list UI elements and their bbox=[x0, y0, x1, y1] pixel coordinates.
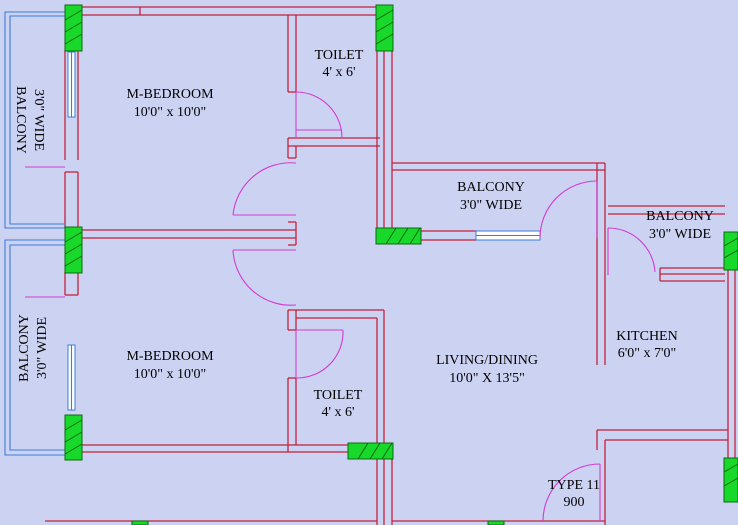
doors bbox=[25, 91, 656, 522]
column-right-bottom bbox=[723, 457, 738, 503]
column-mid-left bbox=[64, 226, 83, 274]
label-balcony-center-name: BALCONY bbox=[457, 180, 525, 195]
label-unit-type: TYPE 11 bbox=[548, 478, 600, 493]
label-living-dining-size: 10'0" X 13'5" bbox=[449, 371, 525, 386]
label-toilet-bottom-size: 4' x 6' bbox=[321, 405, 354, 420]
label-master-bedroom-top-name: M-BEDROOM bbox=[126, 87, 214, 102]
label-balcony-center-size: 3'0" WIDE bbox=[460, 198, 522, 213]
label-balcony-left-top-name: BALCONY bbox=[13, 86, 28, 154]
label-balcony-right-size: 3'0" WIDE bbox=[649, 227, 711, 242]
label-balcony-right-name: BALCONY bbox=[646, 209, 714, 224]
columns bbox=[64, 4, 738, 525]
label-unit-number: 900 bbox=[564, 495, 585, 510]
windows bbox=[67, 51, 541, 411]
label-kitchen-size: 6'0" x 7'0" bbox=[618, 346, 676, 361]
column-bottom-center bbox=[347, 442, 394, 460]
label-balcony-left-bottom-size: 3'0" WIDE bbox=[35, 317, 50, 379]
label-master-bedroom-bottom-name: M-BEDROOM bbox=[126, 349, 214, 364]
label-toilet-bottom-name: TOILET bbox=[314, 388, 363, 403]
room-labels: M-BEDROOM 10'0" x 10'0" TOILET 4' x 6' B… bbox=[13, 48, 714, 510]
column-right-mid bbox=[723, 231, 738, 271]
label-toilet-top-size: 4' x 6' bbox=[322, 65, 355, 80]
column-top-left bbox=[64, 4, 83, 52]
walls bbox=[45, 6, 736, 525]
column-mid-center bbox=[375, 227, 422, 245]
label-master-bedroom-bottom-size: 10'0" x 10'0" bbox=[134, 367, 206, 382]
balcony-railings bbox=[4, 11, 65, 456]
label-balcony-left-bottom-name: BALCONY bbox=[17, 314, 32, 382]
label-toilet-top-name: TOILET bbox=[315, 48, 364, 63]
label-master-bedroom-top-size: 10'0" x 10'0" bbox=[134, 105, 206, 120]
label-living-dining-name: LIVING/DINING bbox=[436, 353, 538, 368]
label-balcony-left-top-size: 3'0" WIDE bbox=[31, 89, 46, 151]
column-top-center bbox=[375, 4, 394, 52]
column-bottom-left bbox=[64, 414, 83, 461]
label-kitchen-name: KITCHEN bbox=[616, 329, 677, 344]
